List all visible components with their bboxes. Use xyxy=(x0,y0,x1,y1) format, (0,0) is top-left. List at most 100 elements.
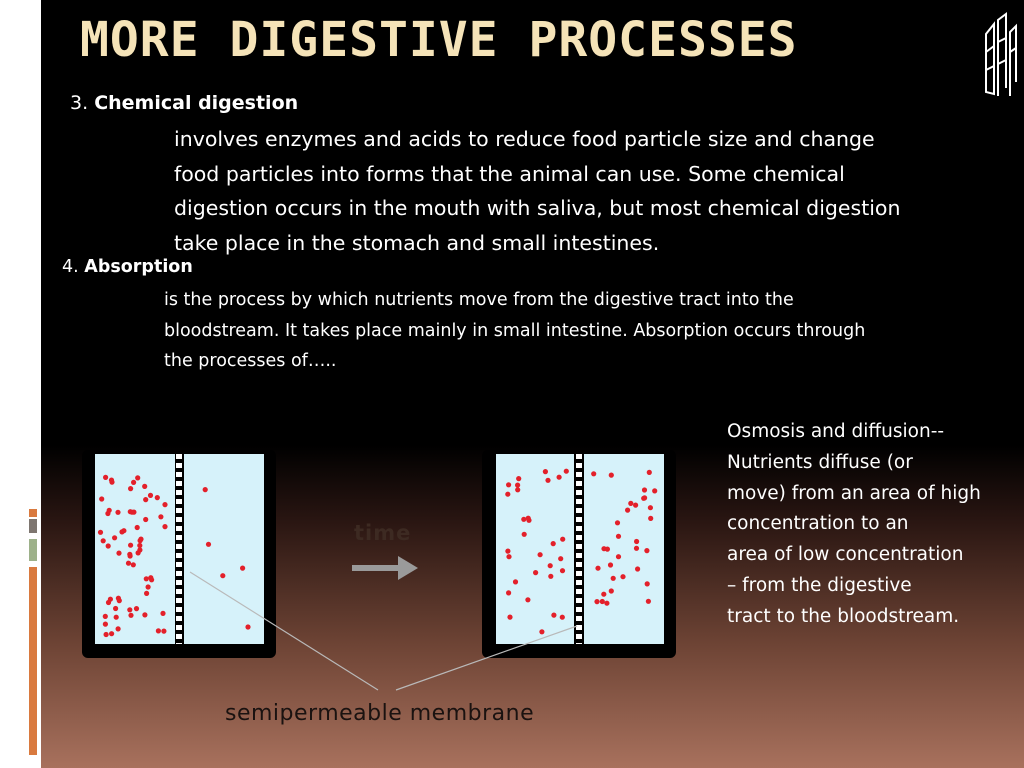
particle-dot xyxy=(506,590,512,596)
particle-dot xyxy=(610,575,616,581)
particle-dot xyxy=(103,631,109,638)
particle-dot xyxy=(162,502,168,508)
membrane-label: semipermeable membrane xyxy=(225,701,535,726)
particle-dot xyxy=(143,516,149,523)
section-4-line: the processes of….. xyxy=(164,351,337,371)
particle-dot xyxy=(108,477,115,483)
particle-dot xyxy=(615,554,622,560)
particle-dot xyxy=(533,570,539,576)
particle-dot xyxy=(128,486,134,492)
particle-dot xyxy=(608,588,614,594)
particle-dot xyxy=(138,536,144,542)
particle-dot xyxy=(240,565,246,571)
section-3-line: food particles into forms that the anima… xyxy=(174,161,845,186)
particle-dot xyxy=(550,541,556,547)
particle-dot xyxy=(144,590,150,596)
particle-dot xyxy=(131,479,137,485)
particle-dot xyxy=(105,543,111,549)
particle-dot xyxy=(202,487,208,493)
osmosis-line: concentration to an xyxy=(727,513,909,535)
particle-dot xyxy=(99,496,105,502)
particle-dot xyxy=(558,556,564,562)
section-3-title: Chemical digestion xyxy=(94,92,299,114)
accent-bar-orange-long xyxy=(29,567,37,755)
particle-dot xyxy=(505,548,511,554)
particle-dot xyxy=(521,516,527,522)
particle-dot xyxy=(512,579,519,585)
particle-dot xyxy=(556,474,562,480)
particle-dot xyxy=(158,514,164,520)
particle-dot xyxy=(615,533,622,539)
section-4-heading: 4. Absorption xyxy=(62,257,193,277)
slide-title: More Digestive Processes xyxy=(80,12,798,68)
particle-dot xyxy=(652,488,658,494)
particles-after xyxy=(505,468,658,635)
particle-dot xyxy=(245,624,251,630)
particle-dot xyxy=(100,538,106,544)
particle-dot xyxy=(648,515,654,521)
particle-dot xyxy=(537,552,543,558)
particle-dot xyxy=(115,626,121,632)
particle-dot xyxy=(154,495,160,501)
particles-before xyxy=(97,474,251,638)
accent-bar-green xyxy=(29,539,37,561)
particle-dot xyxy=(647,505,654,511)
particle-dot xyxy=(628,500,634,506)
particle-dot xyxy=(97,529,104,535)
particle-dot xyxy=(634,538,640,545)
osmosis-line: Osmosis and diffusion-- xyxy=(727,421,945,442)
particle-dot xyxy=(548,573,554,579)
osmosis-explanation: Osmosis and diffusion-- Nutrients diffus… xyxy=(727,417,1019,633)
particle-dot xyxy=(516,476,522,482)
particle-dot xyxy=(128,542,134,548)
particle-dot xyxy=(599,598,605,605)
section-3-line: take place in the stomach and small inte… xyxy=(174,230,660,255)
particle-dot xyxy=(620,574,626,580)
particle-dot xyxy=(614,520,621,526)
particle-dot xyxy=(205,541,212,547)
particle-dot xyxy=(645,598,652,604)
particle-dot xyxy=(130,562,136,568)
particle-dot xyxy=(142,483,148,489)
osmosis-line: move) from an area of high xyxy=(727,482,981,504)
membrane-pointer-left xyxy=(189,571,379,691)
particle-dot xyxy=(129,509,135,515)
section-3-number: 3. xyxy=(70,92,89,114)
particle-dot xyxy=(106,507,112,513)
particle-dot xyxy=(113,605,119,612)
particle-dot xyxy=(162,524,168,530)
particle-dot xyxy=(595,565,601,571)
particle-dot xyxy=(115,595,121,601)
membrane-pointer-right xyxy=(395,625,578,691)
particle-dot xyxy=(102,613,108,619)
time-arrow xyxy=(352,556,418,580)
particle-dot xyxy=(644,581,650,587)
particle-dot xyxy=(633,502,639,508)
particle-dot xyxy=(507,614,513,620)
section-3-body: involves enzymes and acids to reduce foo… xyxy=(174,122,1004,260)
particle-dot xyxy=(161,628,167,634)
particle-dot xyxy=(644,548,650,554)
particle-dot xyxy=(545,477,551,483)
particle-dot xyxy=(521,531,527,537)
particle-dot xyxy=(143,576,149,582)
particle-dot xyxy=(147,492,154,498)
particle-dot xyxy=(135,475,141,481)
particle-dot xyxy=(155,628,161,634)
accent-bar-gray xyxy=(29,519,37,533)
particle-dot xyxy=(559,614,565,620)
section-4-body: is the process by which nutrients move f… xyxy=(164,285,1014,377)
particle-dot xyxy=(137,547,143,553)
container-before xyxy=(82,450,276,658)
section-3-line: involves enzymes and acids to reduce foo… xyxy=(174,127,875,151)
particle-dot xyxy=(607,562,614,568)
particle-dot xyxy=(102,621,108,627)
particle-dot xyxy=(220,573,226,579)
osmosis-line: – from the digestive xyxy=(727,574,912,596)
particle-dot xyxy=(608,472,614,478)
particle-dot xyxy=(525,515,531,521)
particle-dot xyxy=(642,495,648,501)
particle-dot xyxy=(594,599,600,605)
particle-dot xyxy=(133,606,140,612)
section-3-heading: 3. Chemical digestion xyxy=(70,92,298,114)
